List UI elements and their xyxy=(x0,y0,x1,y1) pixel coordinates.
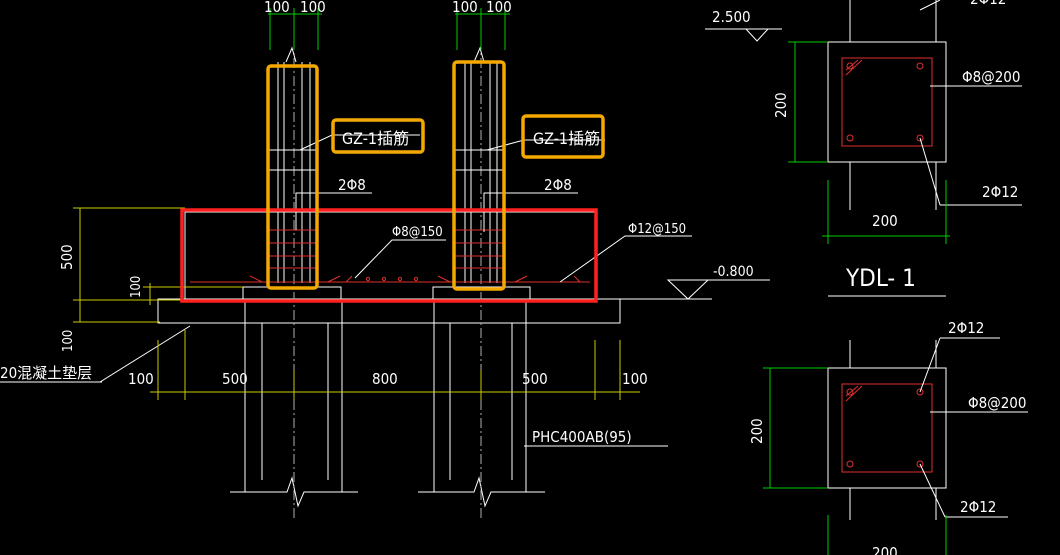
rebar-2phi8-right: 2Φ8 xyxy=(544,176,572,194)
detail1-bottom-bars: 2Φ12 xyxy=(982,183,1018,201)
column-rebar-left xyxy=(268,46,318,283)
top-dim-1: 100 xyxy=(264,0,290,16)
beam-outline xyxy=(184,211,596,300)
detail-ydl-1 xyxy=(705,0,1022,297)
pile-label: PHC400AB(95) xyxy=(532,428,632,446)
detail1-stirrup-label: Φ8@200 xyxy=(962,68,1020,86)
stirrup-label: Φ8@150 xyxy=(392,225,443,240)
pile-break-right xyxy=(418,476,545,508)
highlight-red-beam xyxy=(180,208,598,303)
leader-cushion xyxy=(99,325,191,383)
detail2-height: 200 xyxy=(748,418,766,444)
highlight-column-left xyxy=(266,64,319,290)
callout-gz-left: GZ-1插筋 xyxy=(342,129,409,148)
leader-bottom-bar xyxy=(559,235,692,283)
top-dim-4: 100 xyxy=(486,0,512,16)
detail2-stirrup xyxy=(841,383,933,473)
bottom-dim-3: 800 xyxy=(372,370,398,388)
rebar-dot xyxy=(413,276,419,282)
detail2-top-bars: 2Φ12 xyxy=(948,319,984,337)
rebar-2phi8-left: 2Φ8 xyxy=(338,176,366,194)
bottom-dim-1: 100 xyxy=(128,370,154,388)
leader-2phi8-left xyxy=(295,192,372,230)
bottom-dimensions xyxy=(150,330,640,400)
detail-title: YDL- 1 xyxy=(845,264,916,292)
top-dimensions xyxy=(268,8,510,50)
top-dim-3: 100 xyxy=(452,0,478,16)
column-rebar-right xyxy=(455,46,505,283)
detail1-width: 200 xyxy=(872,212,898,230)
foundation-section xyxy=(0,40,770,520)
elevation-bottom: -0.800 xyxy=(713,264,754,280)
detail1-outer xyxy=(827,41,947,163)
bottom-dim-2: 500 xyxy=(222,370,248,388)
detail2-stirrup-label: Φ8@200 xyxy=(968,394,1026,412)
leader-stirrup xyxy=(354,239,446,279)
highlight-column-right xyxy=(452,60,506,291)
height-100-a: 100 xyxy=(129,276,144,298)
detail-2 xyxy=(763,337,1028,555)
detail1-stirrup xyxy=(841,57,933,147)
bottom-dim-4: 500 xyxy=(522,370,548,388)
callout-gz-right: GZ-1插筋 xyxy=(533,129,600,148)
detail2-outer xyxy=(827,367,947,489)
highlight-label-right xyxy=(521,114,605,159)
detail2-bottom-bars: 2Φ12 xyxy=(960,498,996,516)
rebar-dot xyxy=(365,276,371,282)
pile-break-left xyxy=(230,476,358,508)
cushion-label: 20混凝土垫层 xyxy=(0,364,92,382)
rebar-dot xyxy=(397,276,403,282)
labels: 100 100 100 100 GZ-1插筋 GZ-1插筋 2Φ8 2Φ8 Φ8… xyxy=(0,0,1026,555)
detail1-top-cut-label: 2Φ12 xyxy=(970,0,1006,8)
bottom-bar-label: Φ12@150 xyxy=(628,222,686,237)
elevation-top: 2.500 xyxy=(712,8,751,26)
height-500: 500 xyxy=(58,244,76,270)
left-dimensions xyxy=(73,207,243,323)
top-dim-2: 100 xyxy=(300,0,326,16)
detail1-height: 200 xyxy=(772,92,790,118)
elev-marker-bottom xyxy=(666,279,770,300)
detail2-width-cut: 200 xyxy=(872,544,898,555)
leader-2phi8-right xyxy=(483,192,578,232)
highlight-label-left xyxy=(331,118,425,154)
rebar-dot xyxy=(381,276,387,282)
height-100-b: 100 xyxy=(61,330,76,352)
hook-marks xyxy=(249,275,581,283)
cushion-outline xyxy=(157,298,621,324)
bottom-dim-5: 100 xyxy=(622,370,648,388)
